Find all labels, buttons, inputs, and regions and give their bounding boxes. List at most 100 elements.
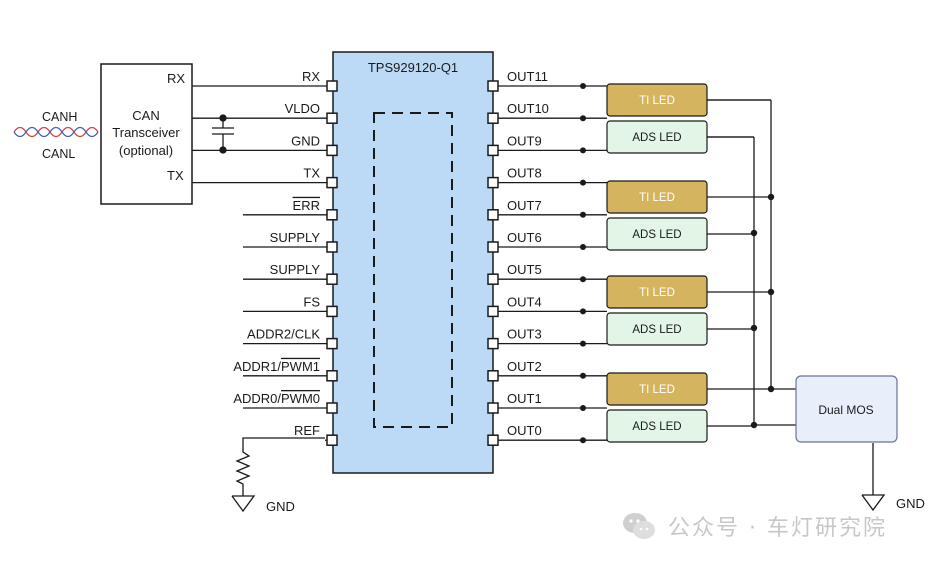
- watermark: 公众号 · 车灯研究院: [622, 508, 887, 544]
- ads-led-label: ADS LED: [632, 229, 681, 241]
- dual-mos-label: Dual MOS: [818, 403, 873, 417]
- left-pin-label: ADDR0/PWM0: [233, 391, 320, 406]
- left-pin-label: REF: [294, 423, 320, 438]
- led-column: TI LED ADS LED TI LED ADS LED TI LED ADS LED T…: [606, 83, 771, 443]
- left-pin-label: RX: [302, 69, 320, 84]
- ti-led-label: TI LED: [639, 384, 675, 396]
- left-pin-terminal: [326, 370, 338, 382]
- ti-led-label: TI LED: [639, 192, 675, 204]
- gnd-left-label: GND: [266, 499, 295, 514]
- right-pin-label: OUT10: [507, 101, 549, 116]
- right-pin-junction: [580, 147, 586, 154]
- left-pin-terminal: [326, 112, 338, 124]
- left-pin-terminal: [326, 209, 338, 221]
- transceiver-title-line2: Transceiver: [112, 125, 180, 140]
- right-pin-junction: [580, 211, 586, 218]
- right-pin-junction: [580, 83, 586, 89]
- dual-mos: Dual MOS: [795, 375, 898, 443]
- ads-led-label: ADS LED: [632, 421, 681, 433]
- transceiver-title-line1: CAN: [132, 108, 159, 123]
- transceiver-tx-label: TX: [167, 168, 184, 183]
- gnd-right-label: GND: [896, 496, 925, 511]
- right-pin-terminal: [487, 241, 499, 253]
- left-pin-label: FS: [303, 294, 320, 309]
- ads-led-label: ADS LED: [632, 132, 681, 144]
- tps929120-chip: TPS929120-Q1: [332, 51, 494, 474]
- left-pins: RX VLDO GND TX ERR SUPPLY SUPPLY FS ADDR2/CLK ADD…: [192, 69, 338, 446]
- mos-bus-lines: [707, 99, 886, 512]
- bus-junction-dot: [767, 193, 775, 201]
- right-pin-label: OUT2: [507, 359, 542, 374]
- right-pin-label: OUT7: [507, 198, 542, 213]
- right-pin-junction: [580, 244, 586, 250]
- right-pin-terminal: [487, 434, 499, 446]
- right-pin-terminal: [487, 144, 499, 157]
- transceiver-title-line3: (optional): [119, 143, 173, 158]
- can-transceiver: RX TX CAN Transceiver (optional): [100, 63, 193, 205]
- right-pin-terminal: [487, 305, 499, 318]
- left-pin-terminal: [326, 337, 338, 350]
- left-pin-terminal: [326, 144, 338, 157]
- transceiver-rx-label: RX: [167, 71, 185, 86]
- bus-junction-dot: [750, 421, 758, 429]
- right-pin-label: OUT6: [507, 230, 542, 245]
- right-pin-junction: [580, 405, 586, 411]
- left-pin-label: ADDR2/CLK: [247, 327, 320, 342]
- right-pin-label: OUT1: [507, 391, 542, 406]
- right-pin-junction: [580, 372, 586, 379]
- right-pin-label: OUT5: [507, 262, 542, 277]
- right-pin-terminal: [487, 370, 499, 382]
- right-pin-junction: [580, 308, 586, 315]
- ti-led-label: TI LED: [639, 287, 675, 299]
- right-pin-label: OUT4: [507, 294, 542, 309]
- left-pin-label: VLDO: [285, 101, 320, 116]
- left-pin-label: SUPPLY: [270, 230, 321, 245]
- right-pin-label: OUT9: [507, 133, 542, 148]
- right-pin-terminal: [487, 209, 499, 221]
- right-pin-label: OUT11: [507, 69, 548, 84]
- left-pin-label: ERR: [293, 198, 320, 213]
- right-pins: OUT11OUT10OUT9OUT8OUT7OUT6OUT5OUT4OUT3OU…: [487, 69, 607, 446]
- right-pin-label: OUT0: [507, 423, 542, 438]
- right-pin-terminal: [487, 176, 499, 189]
- watermark-text: 公众号 · 车灯研究院: [668, 516, 887, 541]
- ads-led-label: ADS LED: [632, 324, 681, 336]
- left-pin-terminal: [326, 80, 338, 92]
- can-bus-twisted-pair: CANH CANL: [13, 110, 99, 161]
- bus-junction-dot: [750, 324, 758, 332]
- right-pin-terminal: [487, 337, 499, 350]
- right-pin-terminal: [487, 273, 499, 285]
- left-pin-terminal: [326, 402, 338, 414]
- ref-resistor: [231, 437, 325, 513]
- right-pin-junction: [580, 179, 586, 186]
- left-pin-terminal: [326, 305, 338, 318]
- bus-junction-dot: [750, 229, 758, 237]
- right-pin-junction: [580, 276, 586, 283]
- left-pin-label: SUPPLY: [270, 262, 321, 277]
- right-pin-label: OUT8: [507, 166, 542, 181]
- canl-label: CANL: [42, 147, 75, 161]
- canh-label: CANH: [42, 110, 77, 124]
- right-pin-terminal: [487, 80, 499, 92]
- right-pin-label: OUT3: [507, 327, 542, 342]
- left-pin-terminal: [326, 434, 338, 446]
- ti-led-label: TI LED: [639, 95, 675, 107]
- left-pin-label: ADDR1/PWM1: [233, 359, 320, 374]
- left-pin-label: TX: [303, 166, 320, 181]
- wechat-icon: [623, 513, 655, 539]
- left-pin-terminal: [326, 176, 338, 189]
- chip-title: TPS929120-Q1: [368, 60, 458, 75]
- bus-junction-dot: [767, 288, 775, 296]
- bus-junction-dot: [767, 385, 775, 393]
- right-pin-junction: [580, 115, 586, 122]
- right-pin-terminal: [487, 112, 499, 124]
- right-pin-junction: [580, 437, 586, 444]
- vldo-capacitor: [212, 114, 234, 154]
- right-pin-junction: [580, 340, 586, 347]
- left-pin-terminal: [326, 241, 338, 253]
- left-pin-terminal: [326, 273, 338, 285]
- left-pin-label: GND: [291, 133, 320, 148]
- mos-bus-junctions: [750, 193, 775, 429]
- right-pin-terminal: [487, 402, 499, 414]
